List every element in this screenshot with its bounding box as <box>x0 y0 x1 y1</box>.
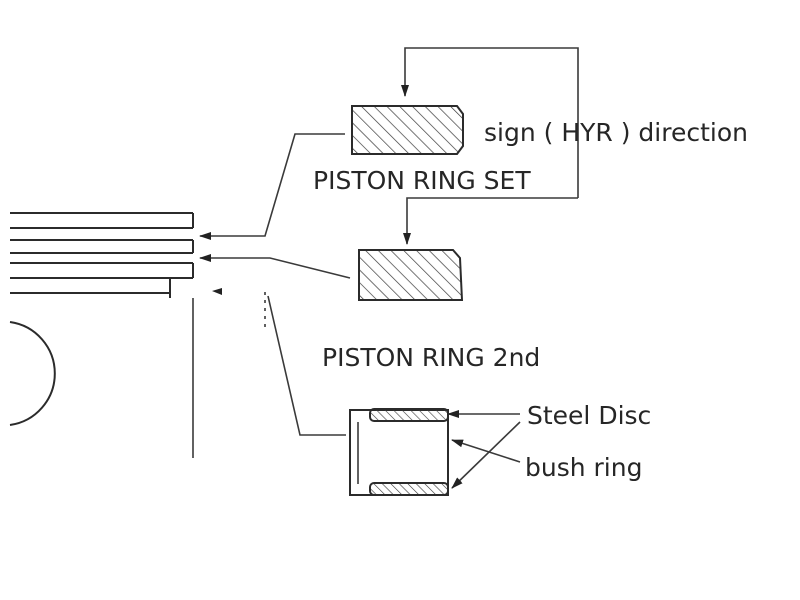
label-bush-ring: bush ring <box>525 453 642 482</box>
label-piston-ring-2nd: PISTON RING 2nd <box>322 343 540 372</box>
sign-direction-loop <box>401 47 579 245</box>
piston-ring-2nd-shape <box>358 249 464 301</box>
label-sign-direction: sign ( HYR ) direction <box>484 118 748 147</box>
piston-ring-set-shape <box>351 105 464 155</box>
label-steel-disc: Steel Disc <box>527 401 651 430</box>
label-piston-ring-set: PISTON RING SET <box>313 166 531 195</box>
piston-body <box>9 212 194 458</box>
oil-ring-assembly <box>267 295 521 496</box>
leader-oil-ring <box>212 288 266 330</box>
leader-ring-set <box>199 133 345 240</box>
leader-ring-2nd <box>199 254 351 279</box>
